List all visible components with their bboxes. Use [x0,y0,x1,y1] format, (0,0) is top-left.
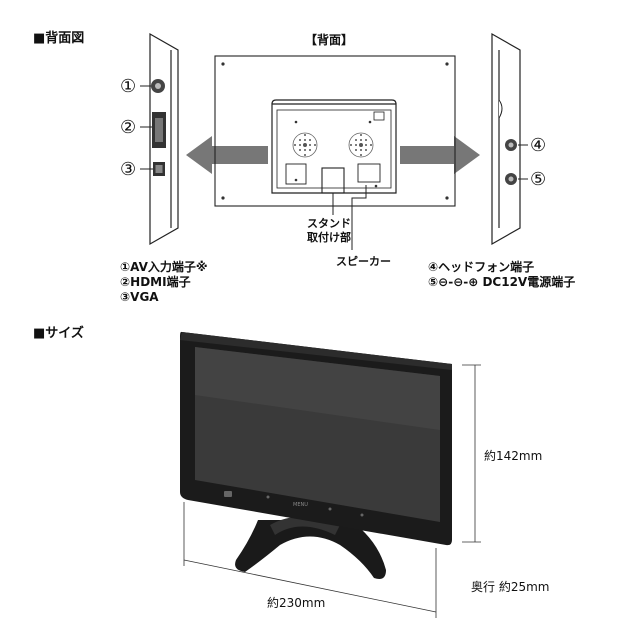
legend-vga: ③VGA [120,290,159,304]
back-panel [214,55,456,207]
headphone-port-icon [505,139,517,151]
dc-power-port-icon [505,173,517,185]
hdmi-port-icon [152,112,166,148]
port-number-5: ⑤ [530,169,547,190]
legend-headphone: ④ヘッドフォン端子 [428,260,535,274]
section-title-size: ■サイズ [33,326,84,341]
section-title-back: ■背面図 [33,31,85,46]
width-dimension [183,502,437,618]
legend-av: ①AV入力端子※ [120,260,208,274]
power-button-icon [224,491,232,497]
left-arrow-icon [186,136,268,174]
speaker-label: スピーカー [336,255,391,268]
speaker-grille-right [350,134,372,156]
right-side-panel [491,32,521,246]
height-dimension-label: 約142mm [484,449,543,463]
menu-button-label: MENU [293,502,308,508]
stand-mount-label: スタンド 取付け部 [307,217,351,244]
legend-dc: ⑤⊖-⊖-⊕ DC12V電源端子 [428,275,576,289]
av-port-icon [151,79,165,93]
right-legend: ④ヘッドフォン端子 ⑤⊖-⊖-⊕ DC12V電源端子 [428,260,575,290]
width-dimension-label: 約230mm [267,596,326,610]
port-number-1: ① [120,76,137,97]
port-number-3: ③ [120,159,137,180]
monitor-buttons [224,491,364,517]
vga-port-icon [153,162,165,176]
back-view-title: 【背面】 [305,33,354,47]
left-side-panel [149,32,179,246]
port-number-2: ② [120,117,137,138]
speaker-grille-left [294,134,316,156]
port-number-4: ④ [530,135,547,156]
right-arrow-icon [400,136,480,174]
legend-hdmi: ②HDMI端子 [120,275,191,289]
depth-dimension-label: 奥行 約25mm [471,580,550,594]
height-dimension [462,364,481,543]
left-legend: ①AV入力端子※ ②HDMI端子 ③VGA [120,260,208,305]
